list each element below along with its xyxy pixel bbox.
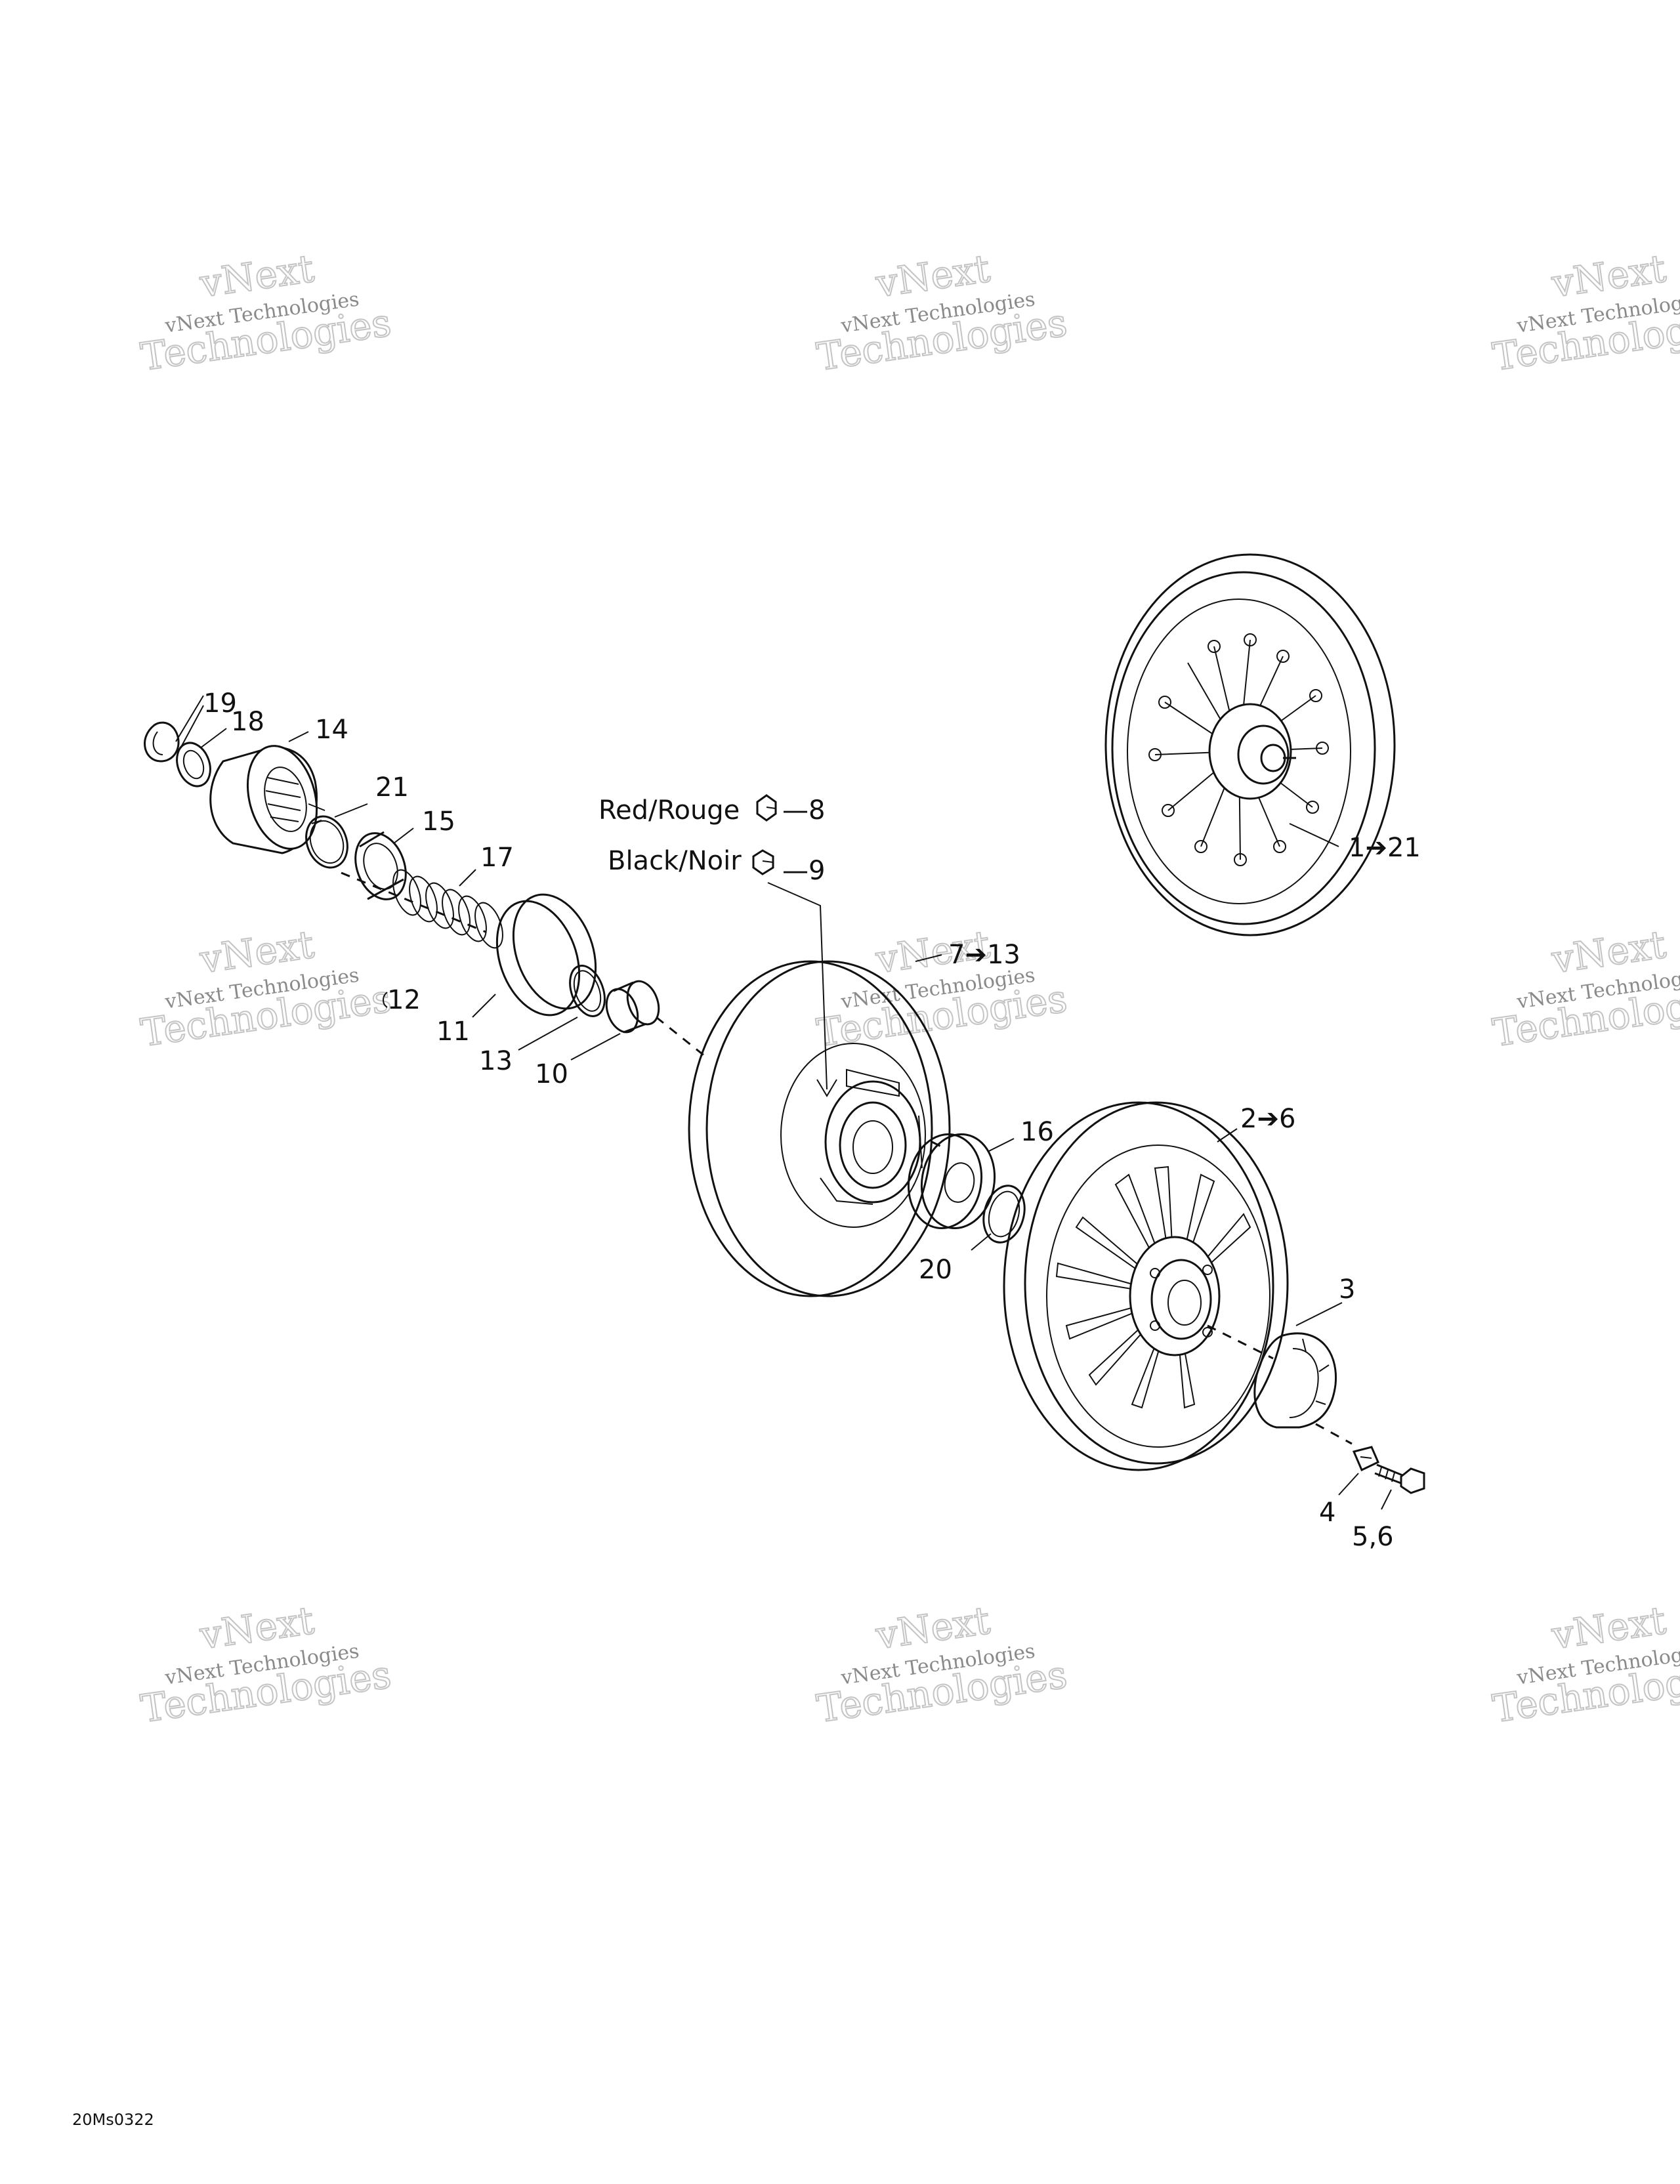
callout-13: 13	[479, 1046, 513, 1076]
drawing-code: 20Ms0322	[72, 2110, 154, 2129]
callout-8: —8	[782, 795, 825, 826]
part-driven-pulley-assembly: 1➔21	[1104, 553, 1421, 936]
part-2-6-fixed-sheave: 2➔6	[1003, 1101, 1295, 1471]
part-15-bushing: 15	[354, 807, 455, 900]
part-13-oring: 13	[479, 965, 606, 1076]
callout-3: 3	[1339, 1274, 1355, 1305]
part-4-washer: 4	[1319, 1446, 1379, 1528]
callout-12: 12	[387, 985, 421, 1015]
callout-5-6: 5,6	[1352, 1522, 1394, 1552]
part-19-ring: 19	[144, 688, 237, 763]
part-21-oring: 21	[305, 772, 409, 869]
legend-red: Red/Rouge	[598, 795, 740, 826]
part-17-spring: 17	[392, 843, 514, 949]
part-8-slider-red: Red/Rouge —8	[598, 794, 825, 826]
callout-11: 11	[436, 1017, 470, 1047]
callout-19: 19	[203, 688, 237, 719]
callout-14: 14	[315, 715, 348, 745]
callout-9: —9	[782, 856, 825, 886]
part-7-13-sliding-sheave: 7➔13	[688, 940, 1020, 1297]
axis-line-right	[1207, 1324, 1274, 1360]
axis-line-mid	[931, 1141, 946, 1150]
part-16-washer: 16	[907, 1117, 1054, 1230]
part-14-cam: 14	[209, 715, 348, 854]
callout-20: 20	[919, 1255, 952, 1285]
part-9-slider-black: Black/Noir —9	[608, 846, 837, 1097]
axis-line-left	[341, 872, 706, 1058]
callout-1-21: 1➔21	[1349, 833, 1421, 863]
callout-15: 15	[422, 807, 455, 837]
part-20-ring: 20	[919, 1185, 1026, 1285]
callout-7-13: 7➔13	[948, 940, 1020, 970]
callout-21: 21	[375, 772, 409, 803]
callout-18: 18	[231, 707, 264, 737]
part-18-washer: 18	[176, 707, 264, 788]
part-5-6-bolt: 5,6	[1352, 1463, 1425, 1552]
callout-2-6: 2➔6	[1240, 1104, 1295, 1134]
callout-16: 16	[1020, 1117, 1054, 1147]
part-12-pin: 12	[383, 985, 421, 1015]
callout-17: 17	[480, 843, 514, 873]
part-10-bushing: 10	[535, 980, 660, 1089]
part-3-cover: 3	[1253, 1274, 1355, 1429]
callout-4: 4	[1319, 1498, 1335, 1528]
axis-line-bolt	[1315, 1423, 1353, 1445]
watermark-group: vNext vNext Technologies Technologies vN…	[137, 245, 1680, 1732]
legend-black: Black/Noir	[608, 846, 742, 876]
part-11-ring: 11	[436, 893, 597, 1047]
callout-10: 10	[535, 1059, 568, 1089]
